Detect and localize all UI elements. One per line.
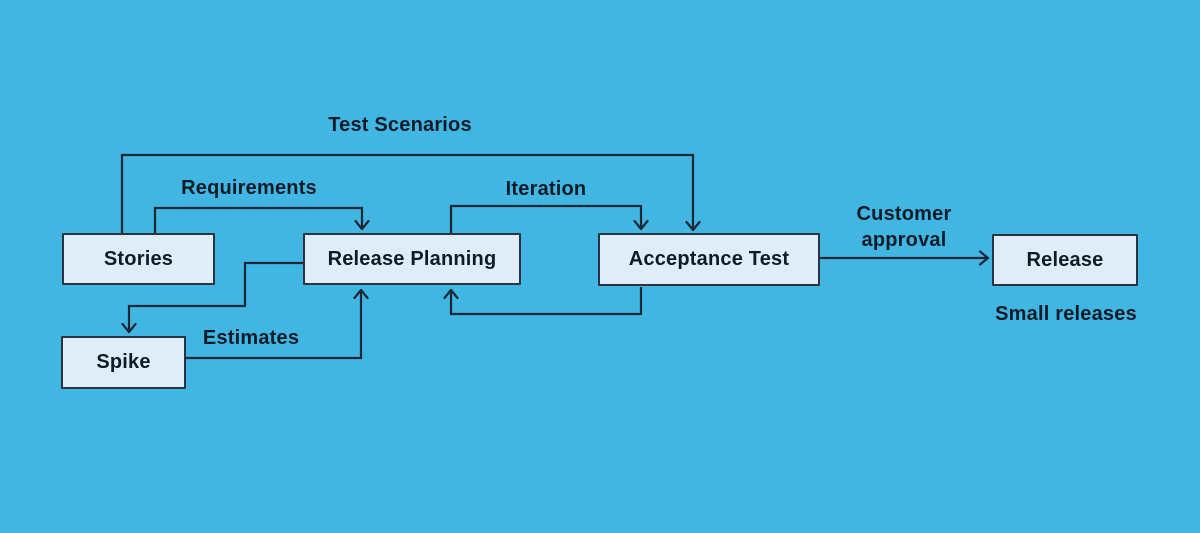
node-release-planning: Release Planning (303, 233, 521, 285)
node-stories: Stories (62, 233, 215, 285)
edge-iteration (449, 204, 649, 233)
label-estimates: Estimates (202, 327, 300, 349)
label-customer-approval: Customer approval (856, 203, 952, 251)
edge-acceptance-to-planning-return (443, 287, 643, 316)
node-acceptance-test: Acceptance Test (598, 233, 820, 286)
label-requirements: Requirements (181, 177, 317, 199)
node-release: Release (992, 234, 1138, 286)
label-iteration: Iteration (505, 178, 587, 200)
label-test-scenarios: Test Scenarios (328, 114, 472, 136)
edge-requirements (153, 206, 370, 233)
node-spike: Spike (61, 336, 186, 389)
label-small-releases: Small releases (995, 303, 1137, 325)
